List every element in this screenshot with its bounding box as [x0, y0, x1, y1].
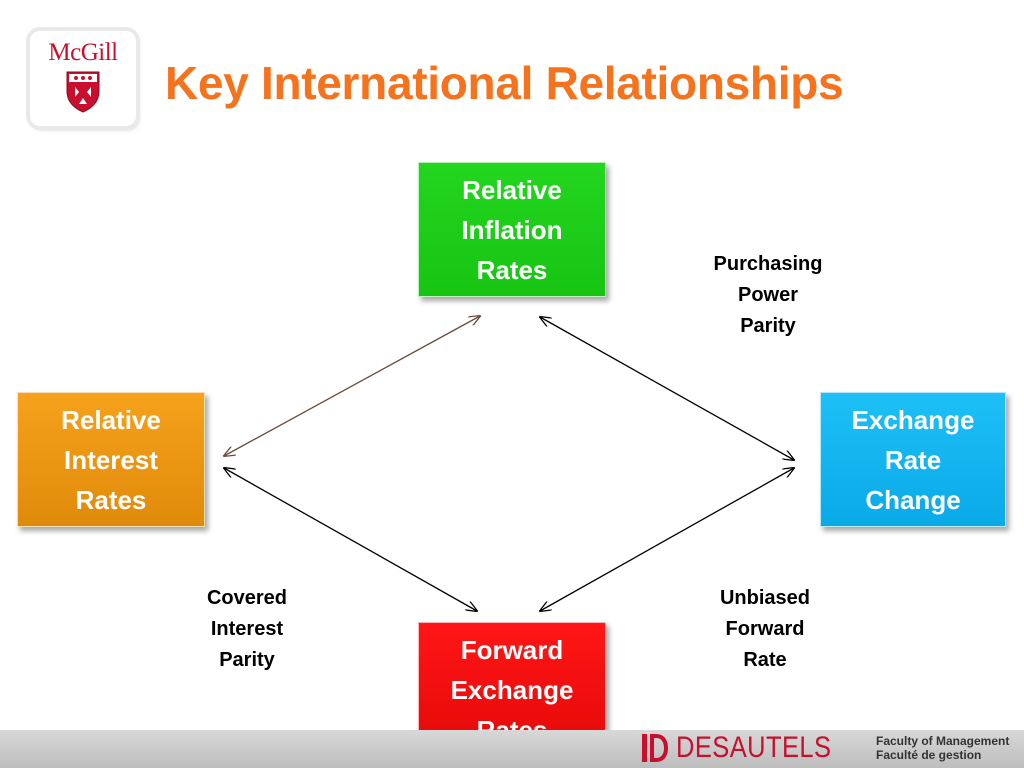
- relative-interest-rates-label: Relative Interest Rates: [61, 404, 161, 515]
- desautels-mark-icon: [642, 734, 668, 762]
- shield-icon: [66, 71, 100, 113]
- relative-interest-rates-box: Relative Interest Rates: [17, 392, 205, 527]
- mcgill-logo: McGill: [30, 31, 136, 126]
- arrow-forward-exchange: [540, 468, 794, 611]
- faculty-name-fr: Faculté de gestion: [876, 748, 982, 762]
- purchasing-power-parity-label: Purchasing Power Parity: [713, 253, 823, 337]
- relative-inflation-rates-box: Relative Inflation Rates: [418, 162, 606, 297]
- covered-interest-parity-label: Covered Interest Parity: [206, 587, 288, 671]
- logo-wordmark: McGill: [48, 39, 118, 66]
- desautels-logo: DESAUTELS Faculty of Management Faculté …: [640, 728, 1009, 768]
- arrow-inflation-exchange: [540, 317, 794, 460]
- faculty-name-en: Faculty of Management: [876, 734, 1010, 748]
- footer-bar: [0, 730, 1024, 768]
- desautels-wordmark: DESAUTELS: [676, 731, 832, 764]
- arrow-interest-forward: [224, 468, 477, 611]
- exchange-rate-change-label: Exchange Rate Change: [851, 404, 975, 515]
- unbiased-forward-rate-label: Unbiased Forward Rate: [719, 587, 811, 671]
- exchange-rate-change-box: Exchange Rate Change: [820, 392, 1006, 527]
- faculty-name: Faculty of Management Faculté de gestion: [876, 734, 1009, 762]
- arrow-interest-inflation: [224, 316, 480, 456]
- relative-inflation-rates-label: Relative Inflation Rates: [461, 174, 563, 285]
- page-title: Key International Relationships: [165, 57, 844, 109]
